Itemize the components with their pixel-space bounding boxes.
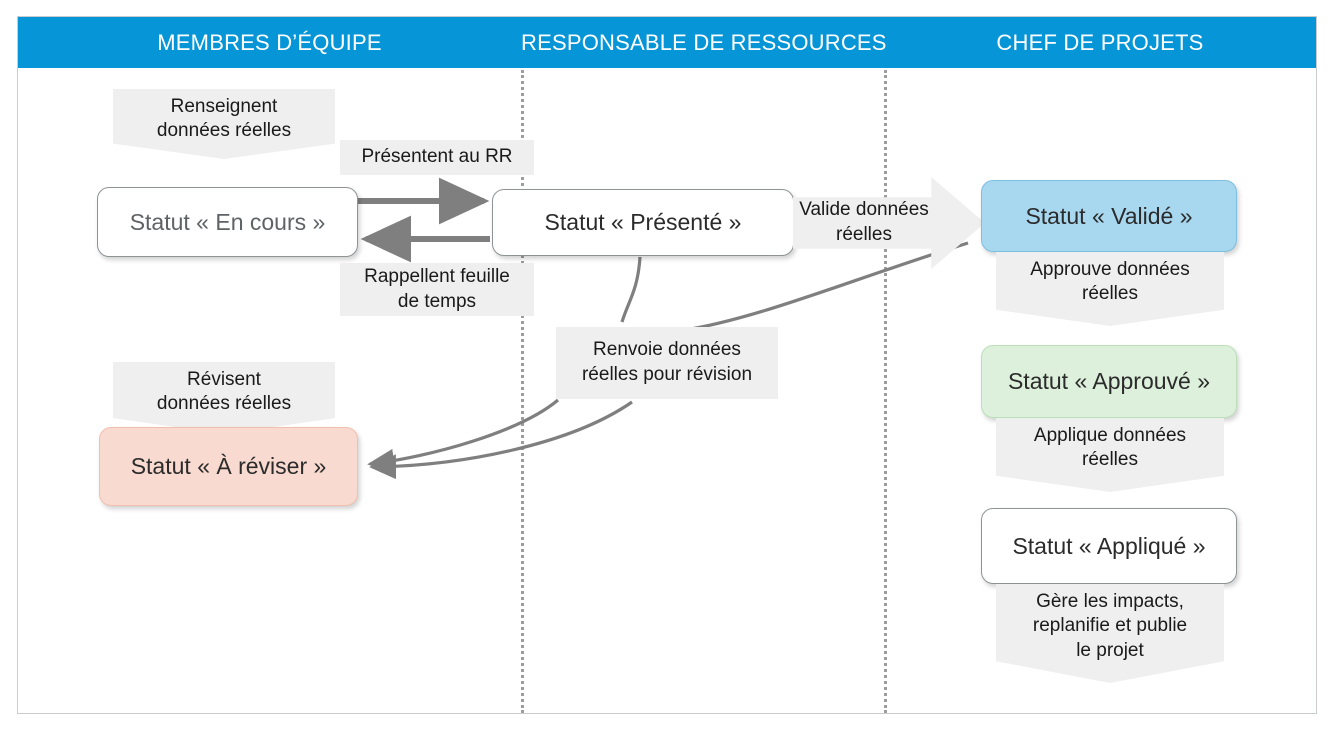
callout-gere-line1: Gère les impacts, [1036, 591, 1184, 612]
label-valide-line1: Valide données [799, 199, 929, 221]
status-box-approuve[interactable]: Statut « Approuvé » [981, 345, 1237, 418]
status-box-applique[interactable]: Statut « Appliqué » [981, 508, 1237, 584]
callout-renseignent-donnees-reelles: Renseignent données réelles [113, 89, 335, 159]
lane-divider-1 [521, 70, 524, 713]
label-renvoie-line1: Renvoie données [593, 339, 741, 361]
lane-title-membres-equipe: MEMBRES D’ÉQUIPE [157, 30, 382, 55]
lane-header-band [18, 17, 1316, 68]
callout-approuve-line2: réelles [1082, 283, 1138, 305]
callout-gere-line3: le projet [1076, 639, 1144, 661]
status-box-en-cours[interactable]: Statut « En cours » [97, 187, 358, 257]
label-rappellent-line2: de temps [397, 290, 477, 312]
callout-approuve-donnees-reelles: Approuve données réelles [996, 252, 1224, 326]
callout-approuve-line1: Approuve données [1030, 259, 1190, 280]
callout-applique-line1: Applique données [1033, 425, 1187, 446]
lane-title-chef-projets: CHEF DE PROJETS [996, 30, 1204, 55]
status-box-presente[interactable]: Statut « Présenté » [492, 189, 794, 256]
label-rappellent-feuille-de-temps: Rappellent feuille de temps [340, 263, 534, 316]
status-box-a-reviser[interactable]: Statut « À réviser » [99, 427, 358, 506]
callout-applique-line2: réelles [1082, 449, 1138, 471]
label-valide-donnees-reelles: Valide données réelles [795, 190, 933, 256]
label-rappellent-line1: Rappellent feuille [364, 265, 510, 287]
callout-gere-les-impacts: Gère les impacts, replanifie et publie l… [996, 584, 1224, 683]
callout-revisent-line2: données réelles [156, 393, 292, 415]
callout-revisent-donnees-reelles: Révisent données réelles [113, 362, 335, 434]
label-valide-line2: réelles [836, 224, 892, 245]
label-presentent-au-rr: Présentent au RR [340, 140, 534, 175]
callout-applique-donnees-reelles: Applique données réelles [996, 418, 1224, 492]
callout-renseignent-line1: Renseignent [170, 96, 278, 117]
lane-divider-2 [884, 70, 887, 713]
label-renvoie-donnees-reelles: Renvoie données réelles pour révision [556, 327, 778, 399]
label-renvoie-line2: réelles pour révision [581, 364, 753, 385]
status-box-valide[interactable]: Statut « Validé » [981, 180, 1237, 252]
callout-gere-line2: replanifie et publie [1032, 615, 1188, 637]
lane-title-responsable-ressources: RESPONSABLE DE RESSOURCES [521, 30, 887, 55]
callout-revisent-line1: Révisent [187, 369, 261, 390]
callout-renseignent-line2: données réelles [156, 120, 292, 142]
